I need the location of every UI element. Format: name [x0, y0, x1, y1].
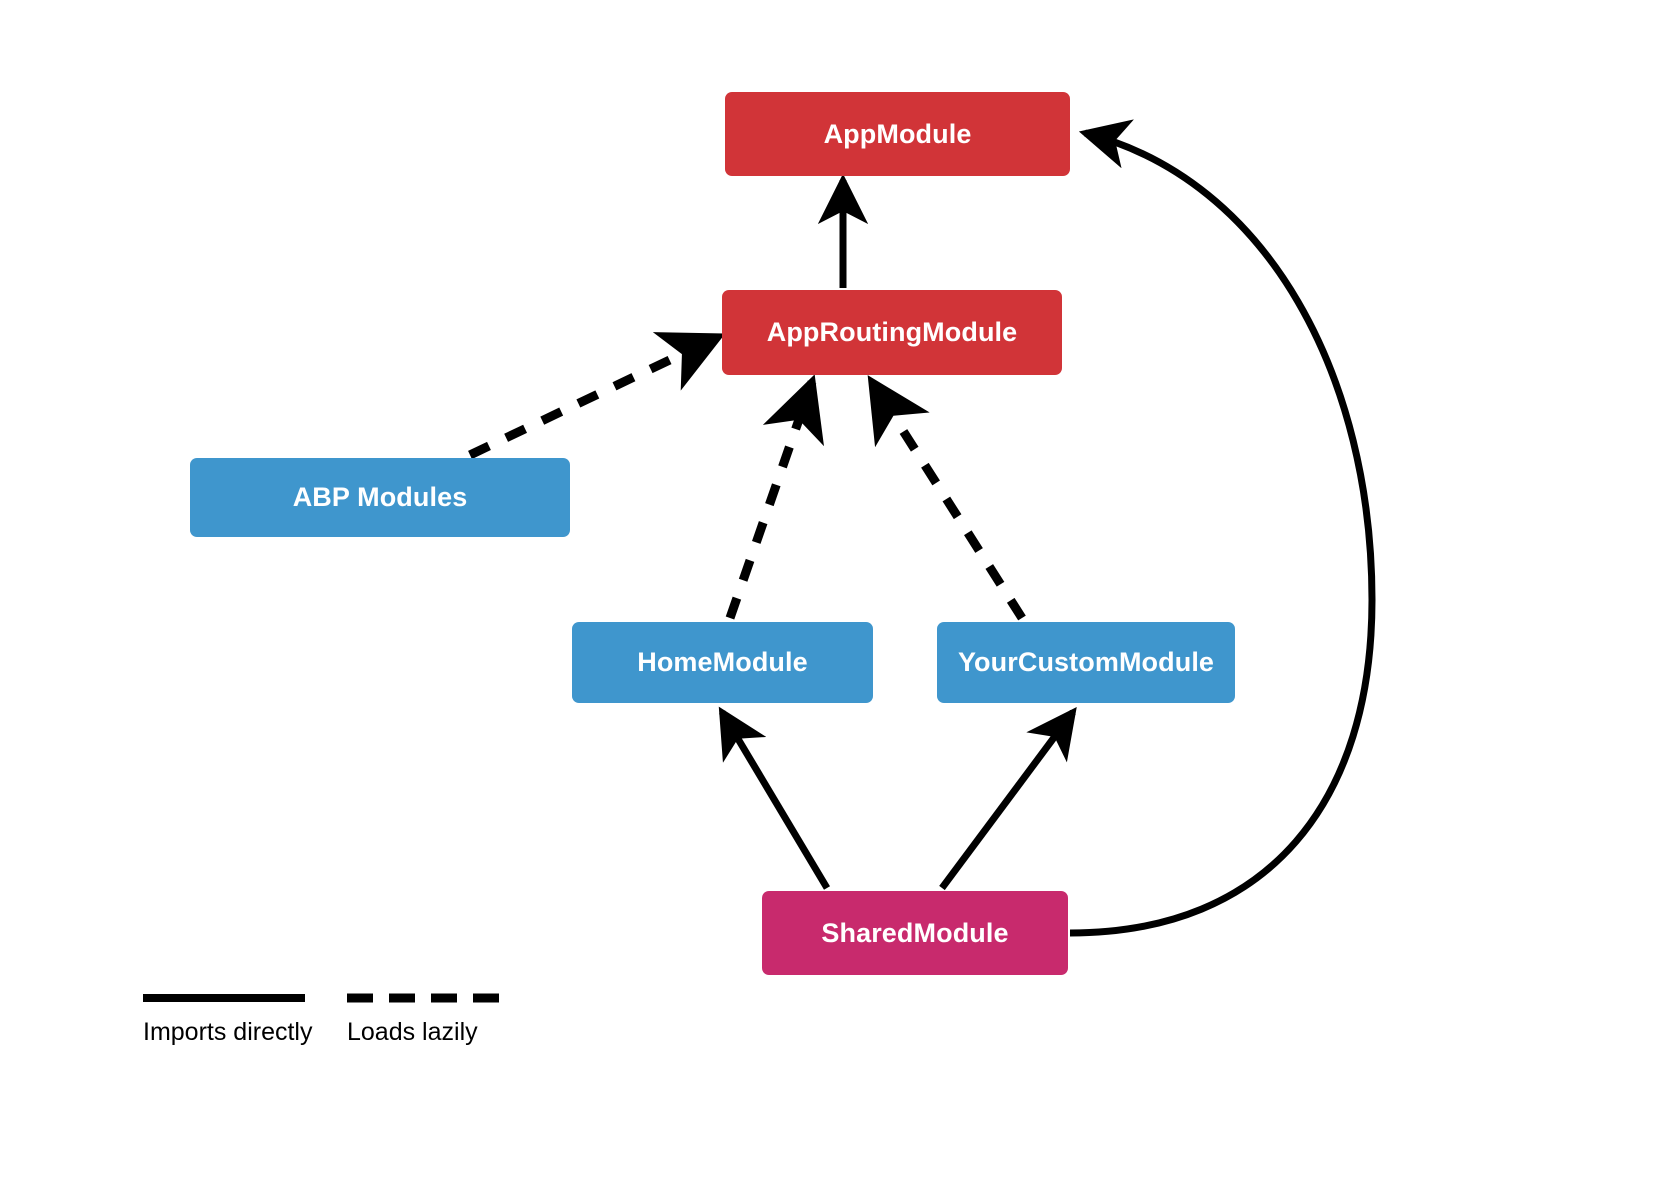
edge-sharedmodule-to-appmodule	[1069, 119, 1376, 937]
node-shared-module[interactable]: SharedModule	[762, 891, 1068, 975]
legend-item-loads-lazily: Loads lazily	[347, 1018, 478, 1046]
node-home-module-label: HomeModule	[637, 647, 808, 677]
legend-item-imports-directly: Imports directly	[143, 1018, 313, 1046]
edge-sharedmodule-to-yourcustommodule	[939, 706, 1077, 891]
edge-yourcustommodule-to-approuting	[867, 375, 1026, 621]
node-shared-module-label: SharedModule	[821, 917, 1009, 948]
node-abp-modules-label: ABP Modules	[292, 482, 468, 512]
edge-homemodule-to-approuting	[725, 374, 824, 620]
node-app-routing-module-label: AppRoutingModule	[766, 317, 1018, 347]
edge-sharedmodule-to-homemodule	[718, 706, 831, 890]
edge-abpmodules-to-approuting	[468, 332, 726, 460]
node-app-routing-module[interactable]: AppRoutingModule	[722, 290, 1062, 375]
node-home-module[interactable]: HomeModule	[572, 622, 873, 703]
node-your-custom-module[interactable]: YourCustomModule	[937, 622, 1235, 703]
node-app-module[interactable]: AppModule	[725, 92, 1070, 176]
node-your-custom-module-label: YourCustomModule	[957, 647, 1215, 677]
node-abp-modules[interactable]: ABP Modules	[190, 458, 570, 537]
node-app-module-label: AppModule	[823, 118, 972, 149]
